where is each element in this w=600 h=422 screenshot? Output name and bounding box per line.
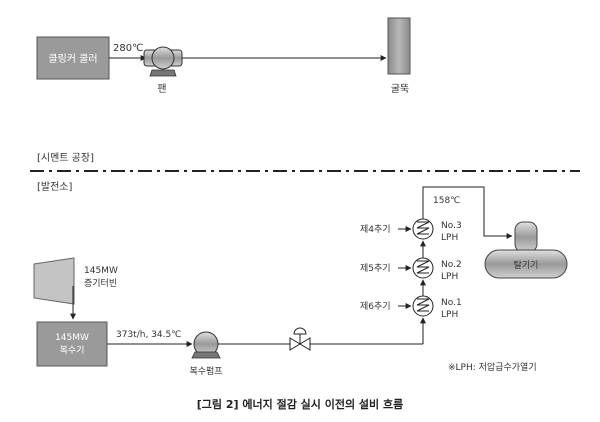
condenser-box	[36, 321, 108, 367]
fan-label: 팬	[157, 83, 166, 95]
stack-icon	[387, 17, 411, 75]
heater-no3-type: LPH	[441, 233, 458, 243]
temp-280-label: 280℃	[113, 43, 143, 54]
lp-heater-no1	[412, 295, 434, 317]
deaerator-icon	[484, 221, 568, 279]
turbine-name-label: 증기터빈	[84, 278, 117, 289]
steam-turbine-icon	[33, 257, 75, 305]
extraction-4-label: 제4추기	[360, 224, 391, 235]
control-valve-icon	[289, 327, 311, 351]
lp-heater-no2	[412, 257, 434, 279]
cement-plant-label: [시멘트 공장]	[37, 152, 94, 164]
stack-label: 굴뚝	[391, 83, 409, 95]
condensate-pump-label: 복수펌프	[189, 365, 222, 377]
heater-no2-label: No.2	[441, 260, 462, 270]
deaerator-label: 탈기기	[514, 260, 539, 271]
figure-caption: [그림 2] 에너지 절감 실시 이전의 설비 흐름	[197, 397, 403, 411]
heater-no3-label: No.3	[441, 221, 462, 231]
power-plant-label: [발전소]	[37, 181, 73, 193]
clinker-cooler-box	[36, 36, 110, 80]
condenser-mw-label: 145MW	[55, 333, 89, 343]
flow-rate-label: 373t/h, 34.5℃	[116, 330, 181, 340]
condenser-name-label: 복수기	[60, 345, 85, 356]
clinker-cooler-label: 클링커 쿨러	[48, 53, 97, 65]
turbine-mw-label: 145MW	[84, 266, 118, 276]
condensate-pump-icon	[191, 331, 221, 359]
extraction-6-label: 제6추기	[360, 301, 391, 312]
heater-no1-type: LPH	[441, 310, 458, 320]
heater-to-deaerator-line	[422, 186, 513, 239]
heater-no1-label: No.1	[441, 298, 462, 308]
lp-heater-no3	[412, 218, 434, 240]
extraction-5-label: 제5추기	[360, 263, 391, 274]
fan-icon	[143, 46, 183, 77]
lph-note: ※LPH: 저압급수가열기	[448, 361, 537, 373]
temp-158-label: 158℃	[433, 196, 460, 206]
heater-no2-type: LPH	[441, 272, 458, 282]
